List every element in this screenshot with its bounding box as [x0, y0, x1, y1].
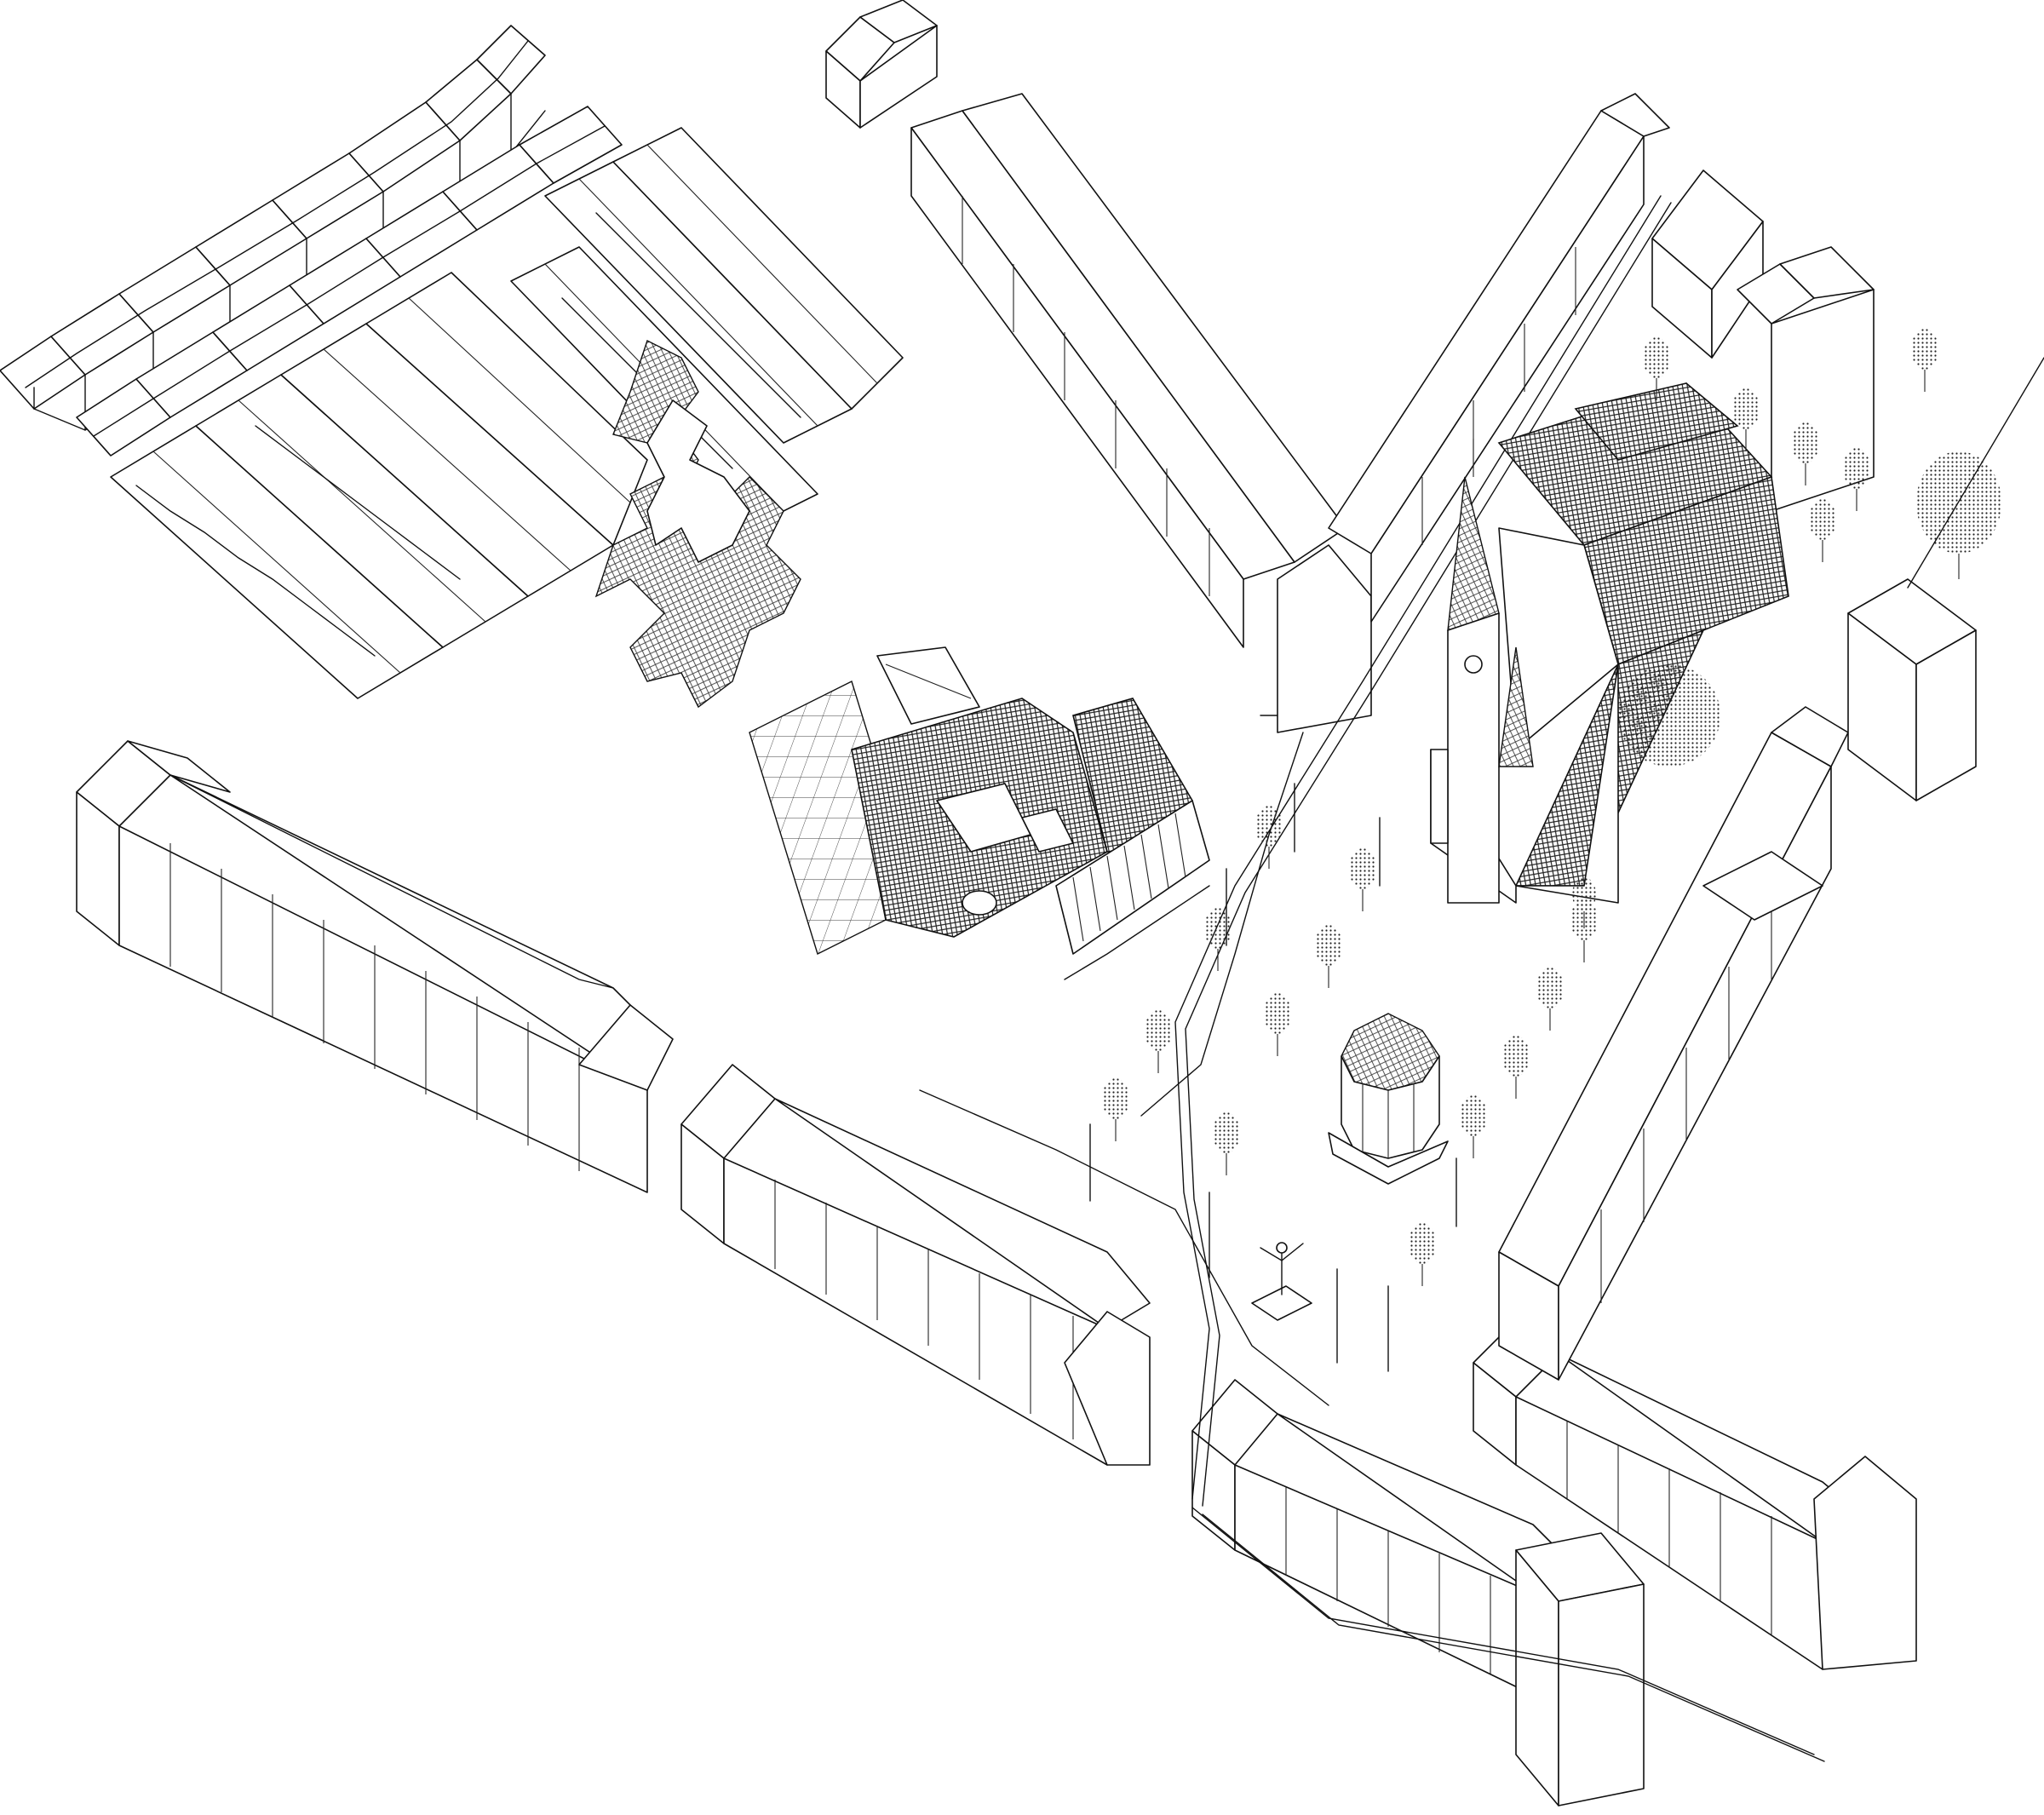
heritage-facade-columns [1072, 813, 1186, 942]
star-courtyard-pavement [594, 340, 801, 709]
tree [1255, 806, 1283, 869]
octagonal-pavilion [1328, 1013, 1449, 1185]
tree [1643, 337, 1670, 400]
northeast-path [1907, 357, 2044, 589]
north-central-row-walls [962, 196, 1210, 596]
large-tree [1916, 451, 2001, 579]
street-poles [1089, 715, 1457, 1372]
tree [1315, 925, 1342, 988]
tram-tracks [919, 195, 1825, 1762]
statue-monument [1251, 1242, 1312, 1321]
tree [1264, 993, 1291, 1056]
east-block [1473, 169, 1977, 1670]
south-middle-row [680, 1064, 1151, 1466]
central-modern-complex [749, 646, 1210, 980]
northwest-block [0, 0, 938, 699]
south-middle-row-walls [774, 1180, 1074, 1439]
tree [1409, 1223, 1436, 1286]
tree [1843, 448, 1870, 511]
tree [1911, 329, 1938, 392]
tree [1572, 877, 1596, 928]
trees [1102, 329, 2001, 1286]
tree [1809, 499, 1836, 562]
northeast-strip-row [1328, 93, 1670, 623]
tree [1502, 1036, 1530, 1099]
church [1430, 382, 1789, 904]
detached-house-north [825, 0, 938, 129]
east-bottom-row-walls [1566, 1421, 1772, 1635]
southwest-row [76, 740, 674, 1193]
southwest-row-party-walls [169, 843, 580, 1171]
northwest-inner-row [76, 106, 623, 457]
tree [1732, 388, 1760, 451]
tree [1536, 968, 1564, 1031]
south-east-row-walls [1285, 1487, 1491, 1674]
south-east-row [1191, 1379, 1645, 1806]
tree [1204, 908, 1232, 971]
tree [1792, 422, 1819, 485]
north-central-row [910, 93, 1372, 733]
tree [1460, 1095, 1487, 1158]
northwest-courtyard-strips [110, 272, 648, 699]
tree [1349, 848, 1376, 911]
tree [1145, 1010, 1172, 1073]
tree [1213, 1112, 1240, 1175]
tree [1102, 1078, 1129, 1141]
